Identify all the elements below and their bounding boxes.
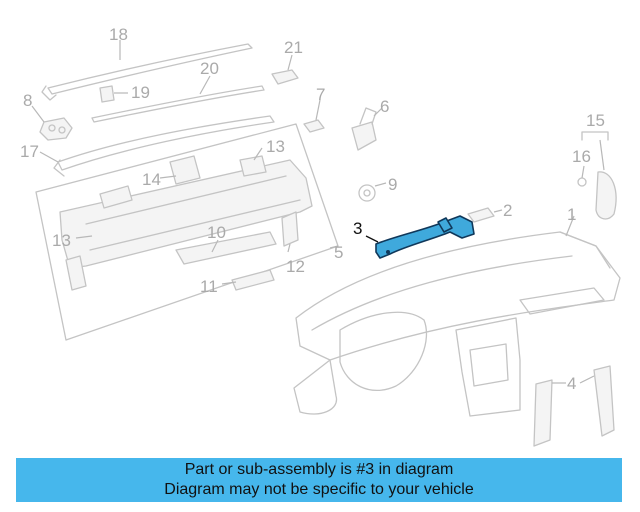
part-5-reinforcement-box bbox=[35, 123, 339, 341]
callout-20: 20 bbox=[200, 59, 219, 78]
callout-14: 14 bbox=[142, 170, 161, 189]
part-15-16-end-cap bbox=[577, 131, 617, 220]
callout-16: 16 bbox=[572, 147, 591, 166]
part-11-bracket bbox=[221, 269, 275, 291]
callout-12: 12 bbox=[286, 257, 305, 276]
callout-10: 10 bbox=[207, 223, 226, 242]
part-6-bracket bbox=[351, 107, 383, 151]
caption-bar: Part or sub-assembly is #3 in diagram Di… bbox=[16, 458, 622, 502]
caption-line-1: Part or sub-assembly is #3 in diagram bbox=[184, 461, 454, 478]
callout-3: 3 bbox=[353, 219, 362, 238]
part-7-clip bbox=[303, 99, 325, 133]
callout-2: 2 bbox=[503, 201, 512, 220]
callout-18: 18 bbox=[109, 25, 128, 44]
part-17-defroster-nozzle bbox=[39, 115, 275, 177]
part-12-bracket bbox=[281, 211, 299, 253]
callout-1: 1 bbox=[567, 205, 576, 224]
part-2-clip bbox=[467, 207, 503, 223]
callout-13-upper: 13 bbox=[266, 137, 285, 156]
callout-8: 8 bbox=[23, 91, 32, 110]
part-9-grommet bbox=[358, 182, 387, 202]
caption-line-2: Diagram may not be specific to your vehi… bbox=[164, 481, 474, 498]
callout-19: 19 bbox=[131, 83, 150, 102]
part-10-bracket bbox=[175, 231, 277, 265]
parts-diagram: 1 2 3 4 5 6 7 8 9 10 11 12 13 13 14 15 1… bbox=[20, 25, 621, 447]
part-8-clip bbox=[31, 105, 73, 141]
part-20-trim-strip bbox=[91, 75, 265, 123]
callout-11: 11 bbox=[200, 277, 218, 296]
callout-15: 15 bbox=[586, 111, 605, 130]
part-4-side-duct bbox=[533, 365, 615, 447]
part-3-highlighted-bracket bbox=[365, 215, 475, 259]
callout-7: 7 bbox=[316, 85, 325, 104]
callout-4: 4 bbox=[567, 374, 576, 393]
callout-21: 21 bbox=[284, 38, 303, 57]
callout-6: 6 bbox=[380, 97, 389, 116]
callout-13-lower: 13 bbox=[52, 231, 71, 250]
part-19-bracket bbox=[99, 85, 128, 103]
part-13-14-duct bbox=[59, 147, 313, 291]
callout-17: 17 bbox=[20, 142, 39, 161]
part-18-defroster-strip bbox=[41, 40, 253, 101]
part-21-clip bbox=[271, 54, 299, 85]
part-1-instrument-panel bbox=[293, 215, 621, 417]
callout-9: 9 bbox=[388, 175, 397, 194]
callout-5: 5 bbox=[334, 243, 343, 262]
